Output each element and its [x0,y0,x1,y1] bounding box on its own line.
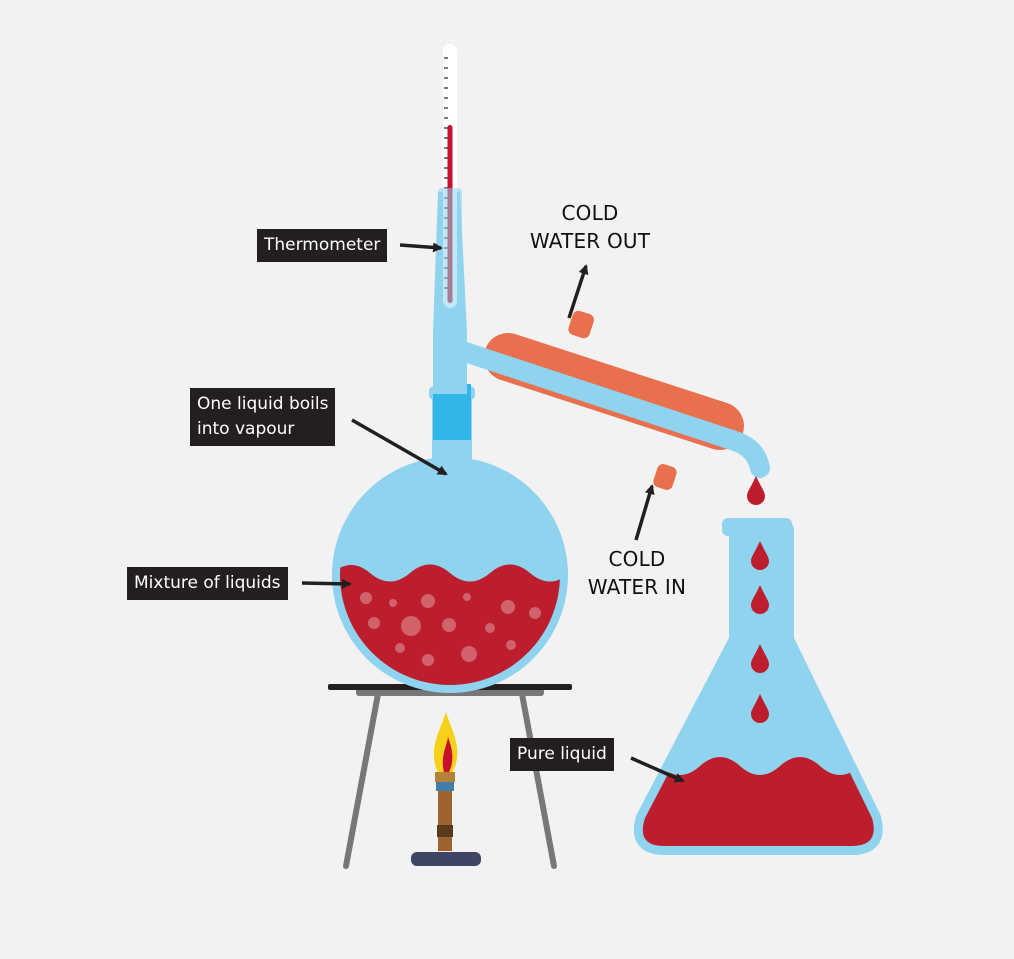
pure-liquid-label: Pure liquid [510,738,614,771]
boils-label: One liquid boils into vapour [190,388,336,446]
thermometer-arrow [399,242,443,253]
erlenmeyer-flask [633,518,883,855]
burner-base [411,852,481,866]
boils-arrow [351,418,448,476]
mixture-liquid [340,564,560,685]
mixture-label: Mixture of liquids [127,567,288,600]
mixture-arrow [301,578,352,589]
droplets [747,476,765,505]
condenser [446,310,770,490]
cold-water-out-arrow [567,264,589,319]
flame-inner [442,737,453,772]
pure-arrow [630,756,685,783]
pointer-arrows [301,242,685,783]
thermometer [438,44,462,308]
pure-liquid [642,757,874,846]
bunsen-burner [411,712,481,866]
cold-water-in-label: COLD WATER IN [587,547,687,599]
cold-water-out-label: COLD WATER OUT [529,201,651,253]
cold-water-in-arrow [634,484,655,541]
thermometer-label: Thermometer [257,229,388,262]
condenser-tube [446,339,770,478]
round-bottom-flask [332,384,568,693]
